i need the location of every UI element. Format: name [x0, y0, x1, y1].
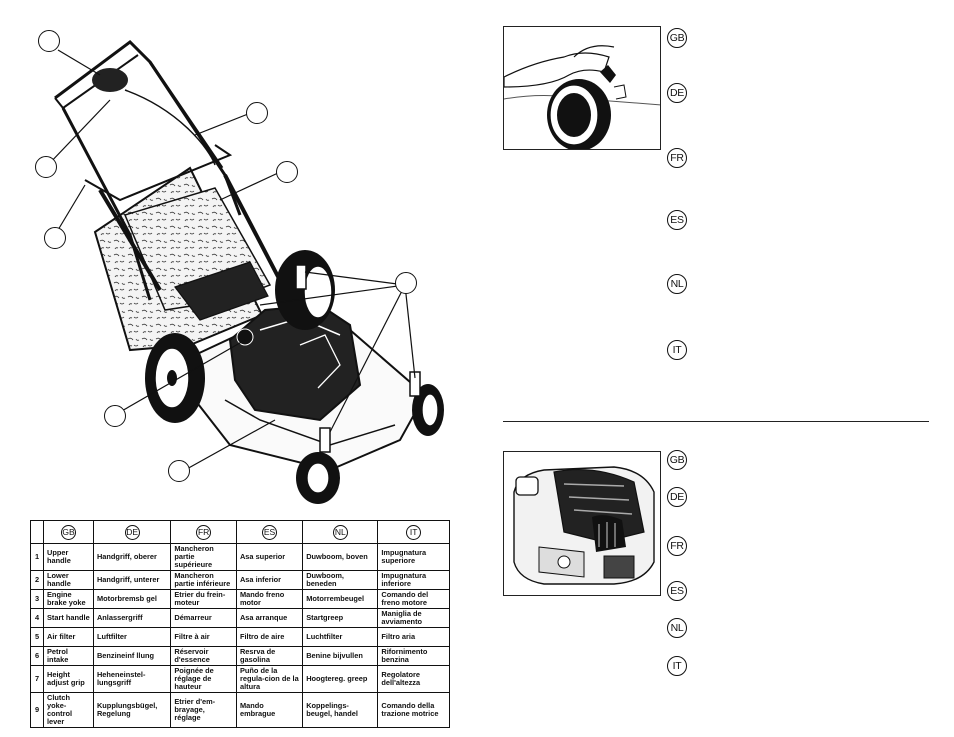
parts-table-header: GB DE FR ES NL IT [30, 520, 450, 544]
lang-badge-nl: NL [667, 274, 687, 294]
lawn-mower-illustration [46, 40, 444, 504]
cell-fr: Poignée de réglage de hauteur [170, 665, 237, 693]
wheel-adjust-photo [503, 26, 661, 150]
cell-fr: Etrier d'em-brayage, réglage [170, 692, 237, 728]
cell-gb: Clutch yoke-control lever [43, 692, 94, 728]
lang-badge-es: ES [667, 581, 687, 601]
callout-height-adjust [395, 272, 417, 294]
cell-es: Asa inferior [235, 570, 304, 590]
cell-gb: Height adjust grip [43, 665, 94, 693]
cell-nl: Koppelings-beugel, handel [302, 692, 379, 728]
table-row: 1 Upper handle Handgriff, oberer Mancher… [30, 543, 450, 571]
lang-badge-fr: FR [667, 148, 687, 168]
cell-de: Handgriff, oberer [92, 543, 172, 571]
cell-it: Comando del freno motore [377, 589, 450, 609]
table-header-nl: NL [302, 520, 379, 544]
lang-badge-nl: NL [667, 618, 687, 638]
cell-es: Mando embrague [235, 692, 304, 728]
callout-clutch-lever [44, 227, 66, 249]
table-header-de: DE [92, 520, 172, 544]
lang-badge-de: DE [667, 83, 687, 103]
table-row: 6 Petrol intake Benzineinf llung Réservo… [30, 646, 450, 666]
table-header-it: IT [377, 520, 450, 544]
cell-fr: Mancheron partie inférieure [170, 570, 237, 590]
cell-it: Regolatore dell'altezza [377, 665, 450, 693]
row-num: 1 [30, 543, 44, 571]
table-row: 3 Engine brake yoke Motorbremsb gel Etri… [30, 589, 450, 609]
cell-gb: Start handle [43, 608, 94, 628]
cell-gb: Lower handle [43, 570, 94, 590]
callout-petrol-intake [168, 460, 190, 482]
cell-fr: Démarreur [170, 608, 237, 628]
lang-badge-es: ES [667, 210, 687, 230]
cell-es: Puño de la regula-cion de la altura [235, 665, 304, 693]
row-num: 6 [30, 646, 44, 666]
cell-nl: Luchtfilter [302, 627, 379, 647]
callout-start-handle [35, 156, 57, 178]
cell-gb: Petrol intake [43, 646, 94, 666]
cell-es: Resrva de gasolina [235, 646, 304, 666]
table-header-fr: FR [170, 520, 237, 544]
row-num: 2 [30, 570, 44, 590]
row-num: 3 [30, 589, 44, 609]
cell-it: Filtro aria [377, 627, 450, 647]
table-row: 9 Clutch yoke-control lever Kupplungsbüg… [30, 692, 450, 728]
table-row: 7 Height adjust grip Heheneinstel-lungsg… [30, 665, 450, 693]
table-header-gb: GB [43, 520, 94, 544]
cell-nl: Motorrembeugel [302, 589, 379, 609]
lang-badge-it: IT [667, 340, 687, 360]
cell-gb: Air filter [43, 627, 94, 647]
cell-nl: Hoogtereg. greep [302, 665, 379, 693]
cell-de: Handgriff, unterer [92, 570, 172, 590]
cell-it: Maniglia de avviamento [377, 608, 450, 628]
table-row: 2 Lower handle Handgriff, unterer Manche… [30, 570, 450, 590]
cell-nl: Benine bijvullen [302, 646, 379, 666]
section-divider [503, 421, 929, 423]
cell-de: Kupplungsbügel, Regelung [92, 692, 172, 728]
cell-de: Luftfilter [92, 627, 172, 647]
table-header-es: ES [235, 520, 304, 544]
cell-it: Impugnatura superiore [377, 543, 450, 571]
cell-de: Heheneinstel-lungsgriff [92, 665, 172, 693]
cell-de: Anlassergriff [92, 608, 172, 628]
row-num: 5 [30, 627, 44, 647]
table-header-num [30, 520, 44, 544]
row-num: 9 [30, 692, 44, 728]
parts-table: GB DE FR ES NL IT 1 Upper handle Handgri… [30, 520, 450, 728]
cell-es: Asa superior [235, 543, 304, 571]
table-row: 5 Air filter Luftfilter Filtre à air Fil… [30, 627, 450, 647]
cell-it: Impugnatura inferiore [377, 570, 450, 590]
callout-upper-handle [38, 30, 60, 52]
cell-fr: Etrier du frein-moteur [170, 589, 237, 609]
wheel-adjust-drawing [504, 45, 660, 149]
cell-nl: Startgreep [302, 608, 379, 628]
cell-es: Filtro de aire [235, 627, 304, 647]
table-row: 4 Start handle Anlassergriff Démarreur A… [30, 608, 450, 628]
callout-lower-handle [276, 161, 298, 183]
cell-gb: Upper handle [43, 543, 94, 571]
cell-es: Asa arranque [235, 608, 304, 628]
cell-gb: Engine brake yoke [43, 589, 94, 609]
row-num: 7 [30, 665, 44, 693]
engine-photo [503, 451, 661, 596]
lang-badge-it: IT [667, 656, 687, 676]
cell-de: Benzineinf llung [92, 646, 172, 666]
row-num: 4 [30, 608, 44, 628]
cell-it: Rifornimento benzina [377, 646, 450, 666]
lang-badge-gb: GB [667, 450, 687, 470]
lang-badge-fr: FR [667, 536, 687, 556]
cell-es: Mando freno motor [235, 589, 304, 609]
cell-nl: Duwboom, boven [302, 543, 379, 571]
engine-drawing [513, 466, 655, 585]
lang-badge-de: DE [667, 487, 687, 507]
cell-fr: Réservoir d'essence [170, 646, 237, 666]
cell-de: Motorbremsb gel [92, 589, 172, 609]
cell-it: Comando della trazione motrice [377, 692, 450, 728]
cell-fr: Mancheron partie supérieure [170, 543, 237, 571]
cell-fr: Filtre à air [170, 627, 237, 647]
callout-brake-yoke [246, 102, 268, 124]
cell-nl: Duwboom, beneden [302, 570, 379, 590]
lang-badge-gb: GB [667, 28, 687, 48]
callout-air-filter [104, 405, 126, 427]
